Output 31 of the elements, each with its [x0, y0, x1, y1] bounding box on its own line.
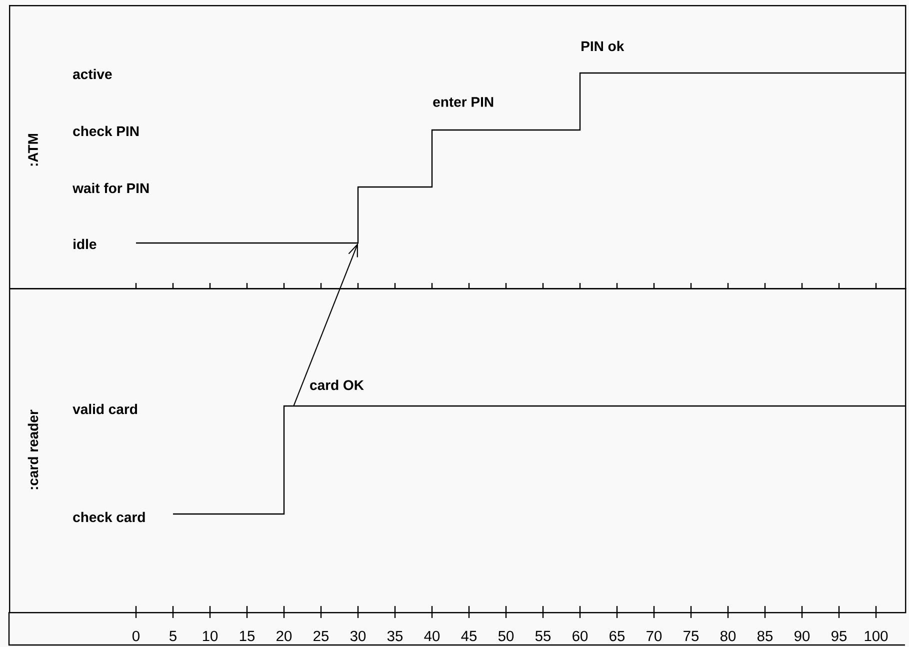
tick-label: 60 [572, 630, 588, 642]
tick-label: 100 [864, 630, 888, 642]
tick-label: 50 [498, 630, 514, 642]
tick-label: 5 [170, 630, 176, 642]
tick-label: 45 [461, 630, 477, 642]
tick-label: 30 [350, 630, 366, 642]
tick-label: 35 [387, 630, 403, 642]
state-label: check PIN [73, 126, 139, 136]
tick-label: 10 [202, 630, 218, 642]
tick-label: 55 [535, 630, 551, 642]
state-label: wait for PIN [72, 182, 149, 194]
tick-label: 85 [757, 630, 773, 642]
state-label: idle [74, 238, 96, 250]
tick-label: 40 [424, 630, 440, 642]
tick-label: 80 [720, 630, 736, 642]
event-label: PIN ok [582, 40, 624, 52]
arrow [293, 243, 358, 406]
tick-label: 0 [132, 630, 140, 642]
tick-label: 90 [794, 630, 810, 642]
tick-label: 70 [646, 630, 662, 642]
state-label: active [73, 68, 112, 80]
state-label: valid card [72, 404, 138, 414]
event-label: enter PIN [433, 97, 494, 107]
tick-label: 25 [314, 630, 329, 642]
state-label: check card [73, 512, 145, 522]
tick-label: 75 [684, 630, 699, 642]
tick-label: 20 [276, 630, 292, 642]
tick-label: 65 [610, 630, 625, 642]
tick-label: 15 [240, 630, 255, 642]
edge-label: card OK [310, 380, 364, 390]
tick-label: 95 [832, 630, 847, 642]
